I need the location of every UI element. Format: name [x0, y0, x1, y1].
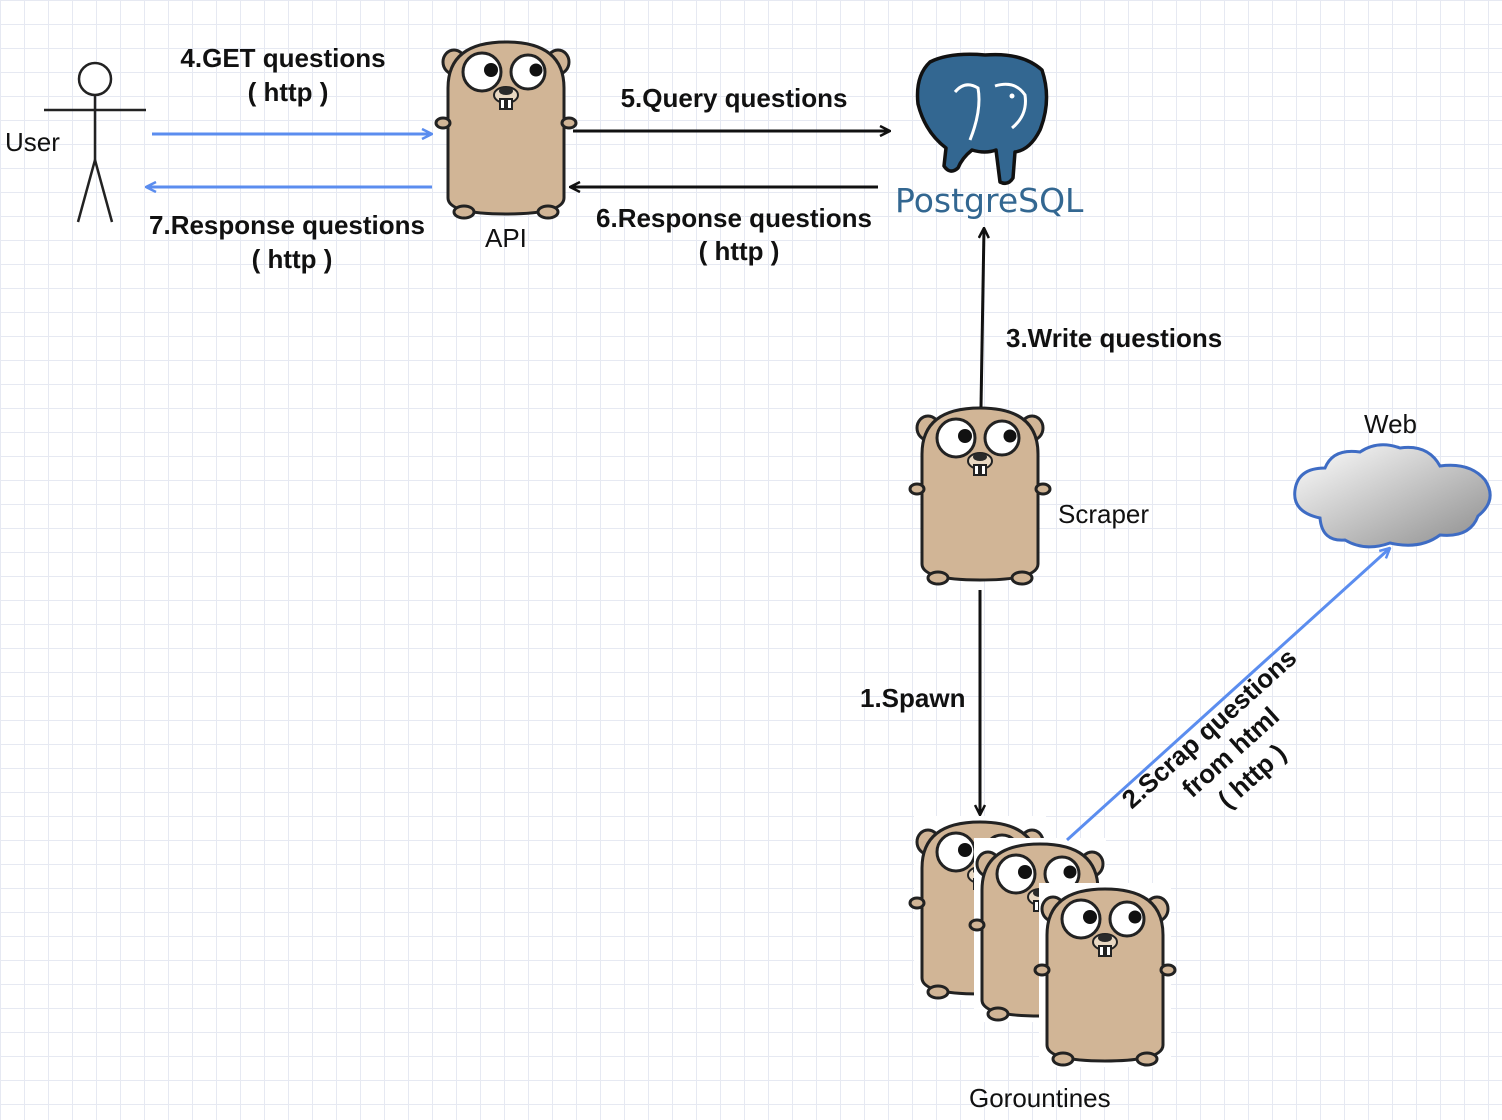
scraper-label: Scraper	[1058, 499, 1149, 529]
web-cloud	[1293, 443, 1492, 549]
api-label: API	[485, 223, 527, 253]
label-spawn: 1.Spawn	[860, 683, 965, 713]
postgresql-label: PostgreSQL	[895, 181, 1084, 220]
arrow-write-questions	[981, 228, 984, 408]
user-head	[77, 61, 113, 97]
goroutines-label: Gorountines	[969, 1083, 1111, 1113]
user-actor	[44, 61, 146, 223]
user-label: User	[5, 127, 60, 157]
goroutines-group	[908, 816, 1177, 1067]
web-label: Web	[1364, 409, 1417, 439]
label-response-user-1: 7.Response questions	[149, 210, 425, 240]
arrow-scrap-questions	[1065, 548, 1390, 842]
scraper-gopher	[908, 406, 1052, 586]
label-get-questions-2: ( http )	[248, 77, 329, 107]
label-response-user-2: ( http )	[252, 244, 333, 274]
label-query-questions: 5.Query questions	[621, 83, 848, 113]
label-scrap-group: 2.Scrap questions from html ( http )	[1116, 642, 1303, 814]
label-write-questions: 3.Write questions	[1006, 323, 1222, 353]
label-response-db-1: 6.Response questions	[596, 203, 872, 233]
postgresql-logo	[915, 52, 1049, 186]
label-response-db-2: ( http )	[699, 236, 780, 266]
label-get-questions-1: 4.GET questions	[180, 43, 385, 73]
api-gopher	[434, 40, 578, 220]
goroutine-gopher-3	[1033, 883, 1177, 1067]
